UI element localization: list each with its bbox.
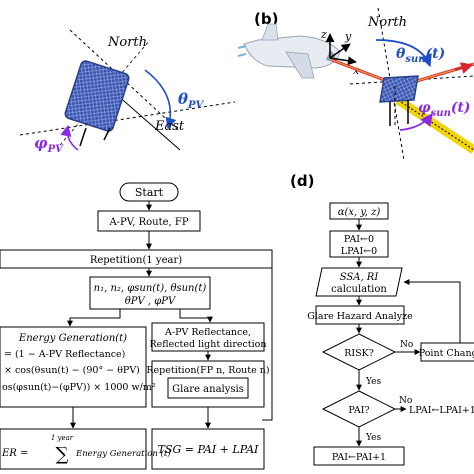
panel-c-text: Start A-PV, Route, FP Repetition(1 year)… (1, 186, 270, 465)
energy-generation-line-3: os(φsun(t)−(φPV)) × 1000 w/m² (2, 382, 156, 393)
yes-label-pai: Yes (365, 433, 381, 443)
er-sum-symbol: ∑ (56, 444, 69, 465)
no-label-pai: No (399, 396, 412, 406)
er-sum-top: 1 year (51, 434, 74, 442)
reflectance-line-2: Reflected light direction (149, 339, 266, 350)
alpha-label: α(x, y, z) (338, 207, 381, 218)
north-ref-line (377, 7, 405, 161)
yes-label-risk: Yes (365, 377, 381, 387)
start-label: Start (135, 186, 164, 199)
panel-b-tag: (b) (254, 10, 278, 28)
pai-q-label: PAI? (348, 405, 369, 416)
pv-panel-icon (64, 60, 130, 132)
pai-init-label: PAI←0 (344, 234, 374, 245)
y-axis (329, 43, 351, 59)
angles-box (89, 276, 211, 310)
er-right-label: Energy Generation (t) (75, 448, 171, 459)
theta-pv-arc (144, 69, 177, 130)
tsg-box (151, 428, 265, 470)
glare-analysis-box (167, 377, 249, 399)
z-axis-label: z (320, 28, 327, 41)
tsg-label: TSG = PAI + LPAI (158, 443, 259, 456)
pai-increment-box (313, 446, 405, 466)
y-axis-label: y (344, 30, 352, 43)
phi-pv-label: φPV (34, 134, 64, 155)
panel-a: North East θPV φPV (19, 29, 236, 155)
panel-d-tag: (d) (290, 172, 314, 190)
north-label: North (367, 15, 407, 30)
pv-support-leg (79, 127, 87, 147)
panel-b: (b) z y x North (237, 7, 474, 161)
panel-d (313, 202, 474, 466)
angles-line-1: n₁, n₂, φsun(t), θsun(t) (94, 283, 207, 294)
inputs-label: A-PV, Route, FP (108, 217, 188, 228)
repetition-year-label: Repetition(1 year) (90, 255, 182, 266)
phi-pv-arc (60, 124, 79, 151)
lpai-init-label: LPAI←0 (341, 246, 377, 257)
reflectance-line-1: A-PV Reflectance, (164, 327, 251, 338)
glare-hazard-label: Glare Hazard Analyze (307, 311, 413, 322)
reflectance-box (151, 322, 265, 352)
phi-sun-arc (399, 112, 433, 131)
glare-hazard-box (315, 305, 405, 325)
repetition-fp-label: Repetition(FP n, Route n) (146, 365, 269, 376)
reflected-ray-center (397, 99, 474, 151)
er-left-label: ER = (1, 448, 28, 459)
lpai-increment-label: LPAI←LPAI+1 (409, 405, 474, 416)
energy-generation-line-2: × cos(θsun(t) − (90° − θPV) (4, 365, 140, 376)
er-box (0, 428, 147, 470)
panel-d-text: (d) α(x, y, z) PAI←0 LPAI←0 SSA, RI calc… (290, 172, 474, 463)
east-label: East (154, 119, 185, 134)
point-change-label: Point Change (419, 348, 474, 359)
panel-c (0, 182, 273, 470)
energy-generation-line-1: = (1 − A-PV Reflectance) (4, 349, 125, 360)
north-label: North (107, 35, 147, 50)
energy-generation-title: Energy Generation(t) (18, 333, 127, 344)
no-label-risk: No (400, 340, 413, 350)
init-box (329, 230, 389, 258)
ray-arrow (454, 62, 474, 74)
pai-increment-label: PAI←PAI+1 (332, 452, 386, 463)
east-axis-line (19, 101, 236, 136)
phi-sun-label: φsun(t) (418, 100, 471, 119)
theta-sun-label: θsun(t) (396, 46, 445, 65)
ssa-line-2: calculation (331, 284, 387, 295)
ssa-line-1: SSA, RI (340, 272, 380, 283)
vertical-ref-line (59, 39, 151, 146)
angles-line-2: θPV , φPV (125, 296, 177, 307)
point-change-box (420, 342, 474, 362)
ssa-box (315, 267, 403, 297)
risk-label: RISK? (344, 348, 374, 359)
glare-analysis-label: Glare analysis (172, 384, 244, 395)
theta-pv-label: θPV (178, 90, 205, 111)
theta-sun-arc (375, 39, 432, 68)
x-axis (329, 56, 357, 66)
pv-panel-icon (379, 75, 419, 126)
pv-support-leg (103, 127, 111, 141)
